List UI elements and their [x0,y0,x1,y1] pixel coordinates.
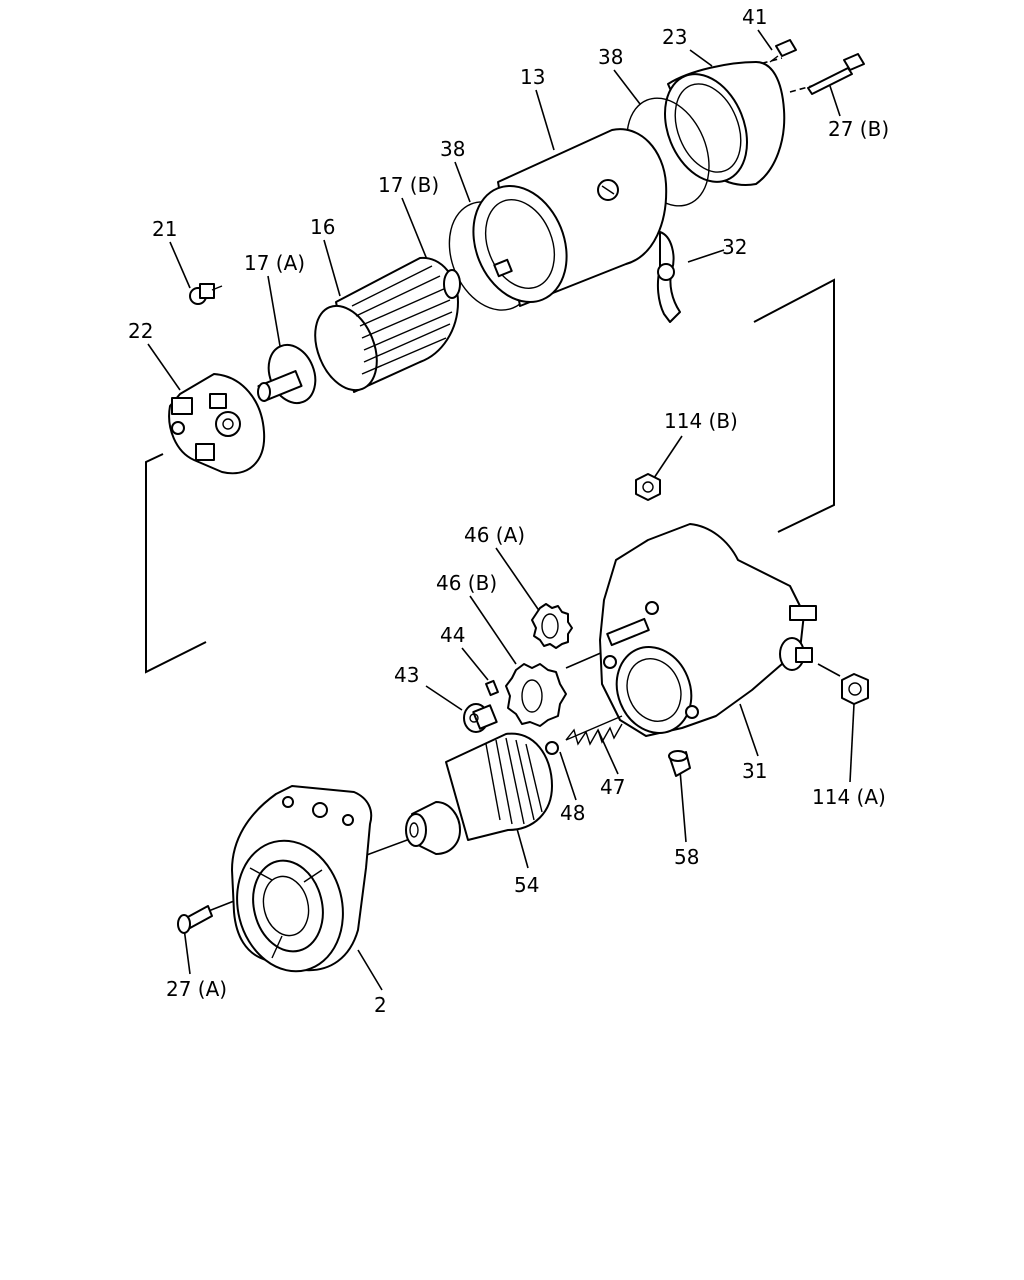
label-58: 58 [674,845,699,869]
nut-114a [841,673,869,705]
ball-48 [545,741,559,755]
label-41: 41 [742,5,767,29]
bolt-27b [807,53,865,95]
label-16: 16 [310,215,335,239]
label-38-top: 38 [598,45,623,69]
label-17b: 17 (B) [378,173,439,197]
label-21: 21 [152,217,177,241]
armature-windings [351,265,453,375]
label-48: 48 [560,801,585,825]
collar-43 [463,703,498,733]
label-22: 22 [128,319,153,343]
part-labels: 41 23 38 13 27 (B) 38 17 (B) 16 21 17 (A… [128,5,889,1017]
gear-46a [531,603,573,649]
label-17a: 17 (A) [244,251,305,275]
label-44: 44 [440,623,465,647]
label-43: 43 [394,663,419,687]
spring-47 [565,715,623,746]
label-47: 47 [600,775,625,799]
lead-wire-32 [656,231,681,323]
gear-46b [505,663,567,727]
label-27a: 27 (A) [166,977,227,1001]
label-46a: 46 (A) [464,523,525,547]
label-114a: 114 (A) [812,785,886,809]
leader-lines [147,29,855,991]
label-2: 2 [374,993,387,1017]
pin-44 [485,679,499,697]
clutch-teeth [485,737,543,825]
pinion-clutch-54 [405,732,553,855]
front-bracket-2 [231,785,373,973]
label-31: 31 [742,759,767,783]
sleeve-58 [668,750,691,777]
label-27b: 27 (B) [828,117,889,141]
bolt-41 [769,39,797,63]
brush-spring-21 [189,283,223,305]
label-32: 32 [722,235,747,259]
label-46b: 46 (B) [436,571,497,595]
label-38-mid: 38 [440,137,465,161]
label-23: 23 [662,25,687,49]
yoke-13 [472,128,668,307]
label-13: 13 [520,65,545,89]
end-cover-23 [663,61,786,186]
bolt-27a [177,905,213,934]
label-54: 54 [514,873,539,897]
brush-holder-22 [168,373,266,475]
armature-16 [257,256,461,405]
housing-31 [599,523,817,737]
nut-114b [635,473,661,501]
label-114b: 114 (B) [664,409,738,433]
